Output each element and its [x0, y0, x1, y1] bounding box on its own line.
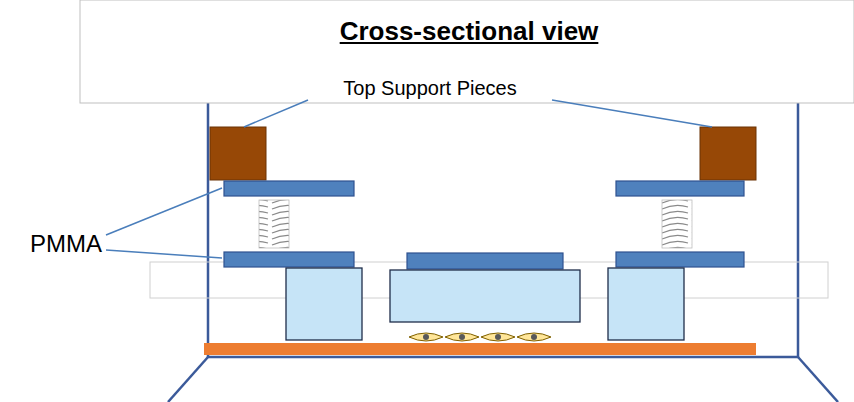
eye-symbol [409, 333, 551, 341]
leader-line [106, 100, 712, 258]
container-wall [168, 90, 838, 402]
diagram-title: Cross-sectional view [340, 16, 599, 47]
header-panel [80, 0, 854, 103]
top-support-piece [700, 127, 756, 180]
support-block [286, 268, 684, 340]
top-support-piece [210, 127, 266, 180]
part-label: Top Support Pieces [343, 77, 516, 100]
part-label: PMMA [30, 230, 102, 258]
spring [259, 200, 692, 248]
pmma-plate [224, 181, 744, 269]
base-plate [204, 343, 756, 355]
